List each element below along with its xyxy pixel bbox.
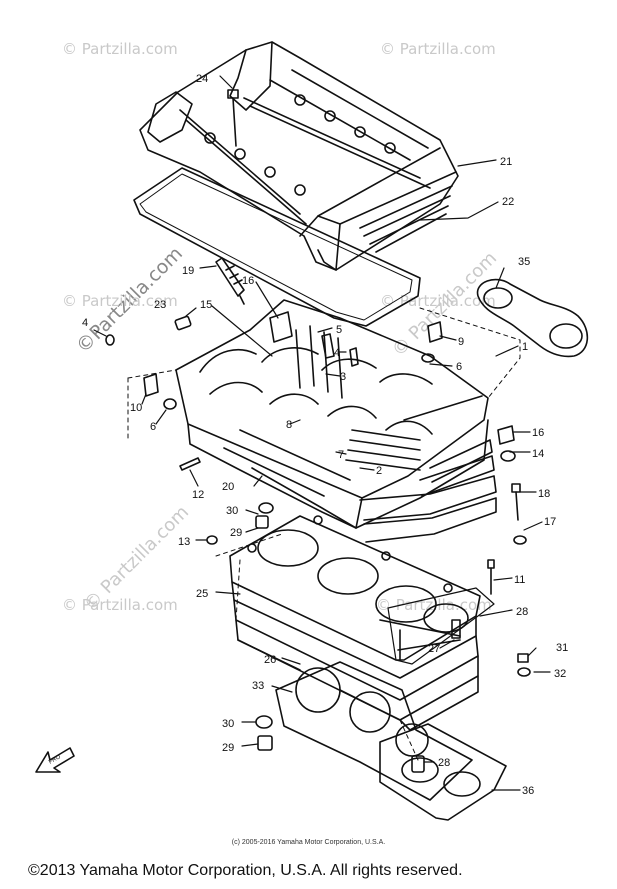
cam-cover bbox=[139, 41, 459, 271]
part-label: 1 bbox=[522, 341, 528, 353]
part-label: 16 bbox=[242, 275, 254, 287]
part-label: 4 bbox=[82, 317, 88, 329]
part-label: 10 bbox=[130, 402, 142, 414]
part-label: 17 bbox=[544, 516, 556, 528]
watermark: © Partzilla.com bbox=[62, 40, 178, 58]
part-label: 31 bbox=[556, 642, 568, 654]
part-label: 16 bbox=[532, 427, 544, 439]
part-label: 29 bbox=[222, 742, 234, 754]
part-label: 28 bbox=[516, 606, 528, 618]
spark-plug-tube bbox=[269, 311, 293, 343]
part-label: 26 bbox=[264, 654, 276, 666]
head-gasket bbox=[387, 587, 495, 665]
front-arrow-label: FRO bbox=[48, 754, 62, 766]
stud-bolt bbox=[487, 559, 495, 595]
cover-bolt bbox=[227, 89, 239, 147]
spark-plug bbox=[215, 257, 245, 305]
part-label: 22 bbox=[502, 196, 514, 208]
part-label: 6 bbox=[150, 421, 156, 433]
intake-gasket bbox=[476, 278, 589, 358]
washer bbox=[513, 535, 527, 545]
plug bbox=[206, 535, 218, 545]
part-label: 12 bbox=[192, 489, 204, 501]
part-label: 33 bbox=[252, 680, 264, 692]
part-label: 11 bbox=[514, 574, 525, 586]
washer bbox=[163, 398, 177, 410]
washer bbox=[500, 450, 516, 462]
front-arrow-icon bbox=[35, 747, 75, 773]
part-label: 35 bbox=[518, 256, 530, 268]
dowel-pin bbox=[411, 755, 425, 773]
stud bbox=[321, 333, 335, 359]
part-label: 25 bbox=[196, 588, 208, 600]
nut bbox=[517, 653, 529, 663]
fitting bbox=[143, 373, 159, 397]
part-label: 2 bbox=[376, 465, 382, 477]
part-label: 14 bbox=[532, 448, 544, 460]
part-label: 21 bbox=[500, 156, 512, 168]
cam-cover-gasket bbox=[133, 167, 421, 327]
reference-lines bbox=[127, 307, 521, 761]
part-label: 32 bbox=[554, 668, 566, 680]
crankcase-gasket bbox=[379, 723, 507, 821]
sensor bbox=[427, 321, 443, 343]
leader-lines bbox=[93, 75, 551, 791]
part-label: 28 bbox=[438, 757, 450, 769]
part-label: 19 bbox=[182, 265, 194, 277]
part-label: 7 bbox=[338, 449, 344, 461]
part-label: 29 bbox=[230, 527, 242, 539]
part-label: 9 bbox=[458, 336, 464, 348]
copyright-notice: ©2013 Yamaha Motor Corporation, U.S.A. A… bbox=[28, 862, 463, 879]
washer bbox=[421, 353, 435, 363]
watermark: © Partzilla.com bbox=[62, 596, 178, 614]
fitting bbox=[497, 425, 515, 445]
part-label: 3 bbox=[340, 371, 346, 383]
o-ring bbox=[255, 715, 273, 729]
dowel-pin bbox=[255, 515, 269, 529]
part-label: 27 bbox=[428, 643, 440, 655]
stud bbox=[451, 619, 461, 639]
part-label: 6 bbox=[456, 361, 462, 373]
diagram-credit: (c) 2005-2016 Yamaha Motor Corporation, … bbox=[231, 839, 386, 846]
part-label: 8 bbox=[286, 419, 292, 431]
part-label: 30 bbox=[226, 505, 238, 517]
part-label: 24 bbox=[196, 73, 208, 85]
part-labels: 24 21 22 35 19 16 23 15 4 5 9 1 4 6 3 10… bbox=[48, 73, 568, 797]
part-label: 23 bbox=[154, 299, 166, 311]
part-label: 20 bbox=[222, 481, 234, 493]
stud-bolt bbox=[179, 457, 201, 471]
part-label: 13 bbox=[178, 536, 190, 548]
head-fins bbox=[251, 439, 497, 543]
part-label: 15 bbox=[200, 299, 212, 311]
bolt bbox=[511, 483, 521, 521]
watermark: © Partzilla.com bbox=[62, 292, 178, 310]
base-gasket bbox=[275, 661, 473, 801]
watermark: © Partzilla.com bbox=[380, 40, 496, 58]
washer bbox=[517, 667, 531, 677]
stud bbox=[349, 347, 359, 367]
part-label: 30 bbox=[222, 718, 234, 730]
part-label: 4 bbox=[334, 347, 340, 359]
part-label: 5 bbox=[336, 324, 342, 336]
plug bbox=[105, 334, 115, 346]
part-label: 36 bbox=[522, 785, 534, 797]
rubber-plug bbox=[174, 315, 192, 331]
dowel-pin bbox=[257, 735, 273, 751]
part-label: 18 bbox=[538, 488, 550, 500]
o-ring bbox=[258, 502, 274, 514]
watermark: © Partzilla.com bbox=[380, 292, 496, 310]
